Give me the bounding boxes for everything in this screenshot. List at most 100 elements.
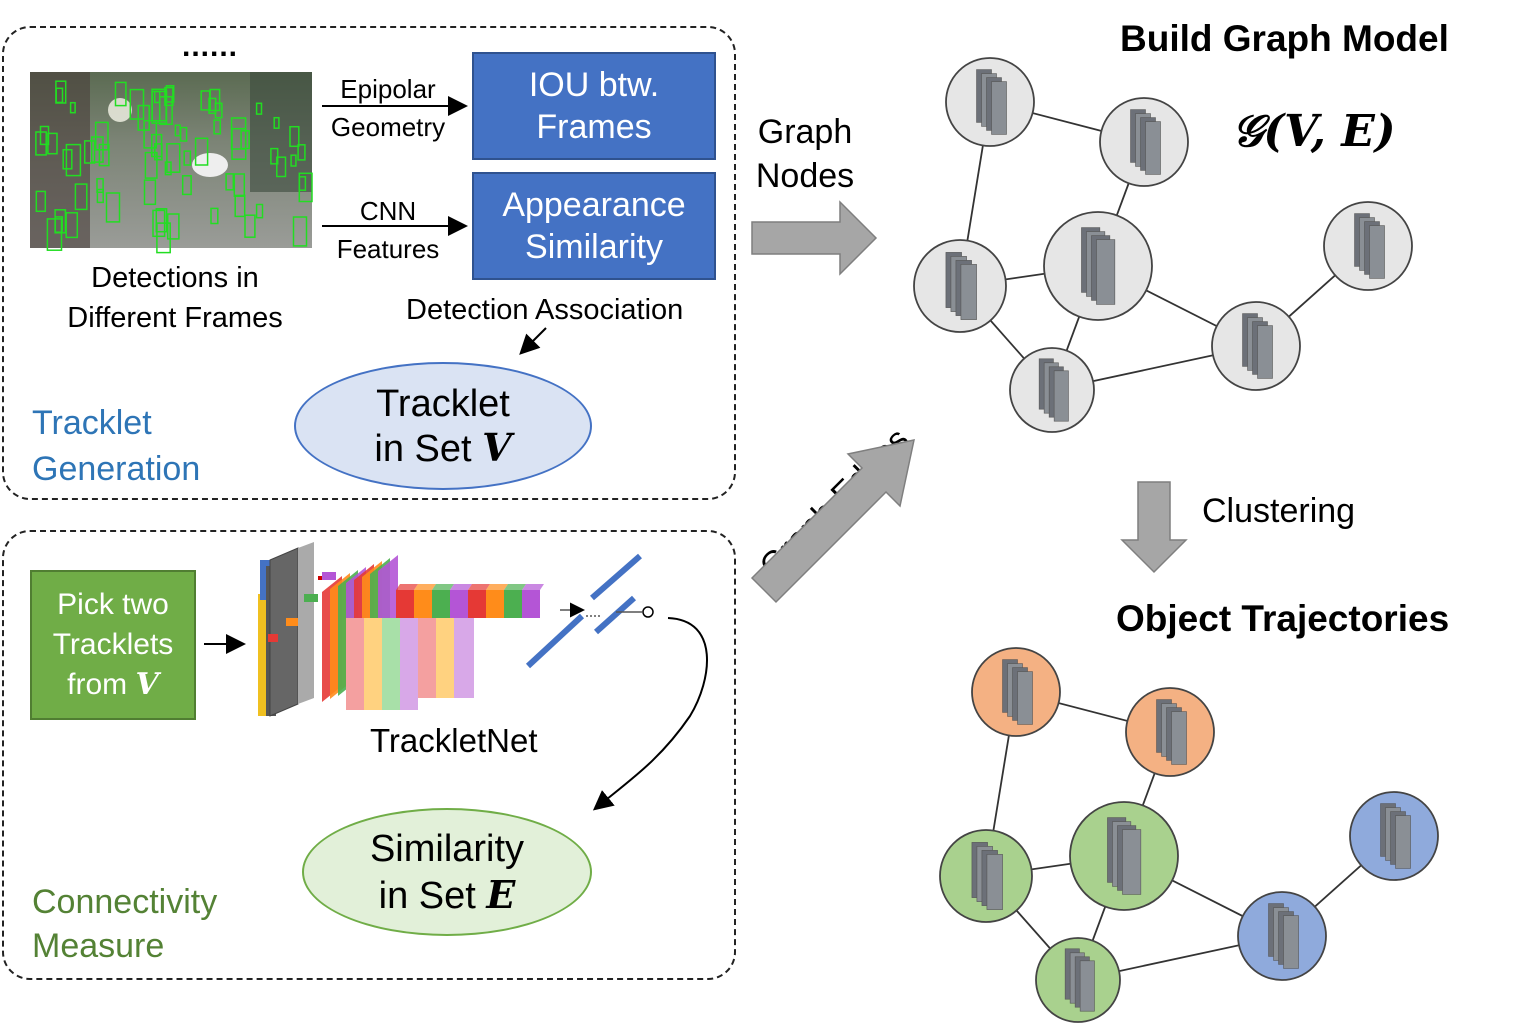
tracklet-thumbnail: [1007, 663, 1023, 717]
tracklet-set-ellipse: Tracklet in Set V: [294, 362, 592, 490]
tracklet-thumbnail: [971, 842, 988, 898]
graph-nodes-line1: Graph: [757, 113, 853, 151]
graph-node: [1349, 791, 1439, 881]
pick-box-line3: from V: [53, 665, 174, 705]
tracklet-thumbnail: [1166, 707, 1182, 761]
graph-node: [1009, 347, 1095, 433]
tracklet-thumbnail: [1130, 109, 1146, 163]
graph-edge: [1077, 855, 1125, 981]
tracklet-ellipse-line1: Tracklet: [376, 382, 510, 425]
trajectory-graph-network: [939, 647, 1439, 1023]
graph-node: [945, 57, 1035, 147]
tracklet-thumbnail: [1107, 817, 1127, 883]
graph-edge: [1281, 835, 1395, 937]
tracklet-thumbnail: [1242, 313, 1258, 367]
graph-edges-label: Graph Edges: [752, 420, 916, 585]
tracklet-thumbnail: [986, 77, 1002, 131]
appearance-box-line1: Appearance: [502, 186, 686, 224]
tracklet-ellipse-line2: in Set V: [374, 425, 511, 471]
graph-node: [1323, 201, 1413, 291]
tracklet-thumbnail: [1053, 370, 1069, 422]
tracklet-thumbnail: [1043, 362, 1059, 414]
tracklet-thumbnail: [1268, 903, 1284, 957]
graph-node: [913, 239, 1007, 333]
epipolar-geometry-label: Epipolar Geometry: [318, 70, 458, 146]
tracklet-thumbnail: [981, 73, 997, 127]
connectivity-measure-panel: [2, 530, 736, 980]
tracklet-thumbnail: [955, 260, 972, 316]
detections-caption-line1: Detections in: [91, 262, 259, 294]
tracklet-thumbnail: [1385, 807, 1401, 861]
detection-association-label: Detection Association: [406, 294, 684, 326]
tracklet-thumbnail: [1069, 952, 1085, 1004]
tracklet-thumbnail: [950, 256, 967, 312]
tracklet-thumbnail: [1380, 803, 1396, 857]
graph-node: [1043, 211, 1153, 321]
tracklet-thumbnail: [1064, 948, 1080, 1000]
tracklet-thumbnail: [1096, 239, 1116, 305]
graph-formula: 𝒢(V, E): [1232, 106, 1396, 157]
graph-edge: [1077, 935, 1283, 981]
graph-nodes-arrow: [751, 200, 878, 276]
graph-nodes-label: Graph Nodes: [740, 110, 870, 198]
graph-edge: [1255, 245, 1369, 347]
similarity-ellipse-text: in Set: [378, 874, 476, 917]
similarity-ellipse-line1: Similarity: [369, 827, 525, 870]
graph-node: [971, 647, 1061, 737]
graph-node: [1035, 937, 1121, 1023]
cnn-label: CNN: [359, 196, 417, 226]
tracklet-thumbnail: [1395, 815, 1411, 869]
graph-edge: [959, 285, 1053, 391]
graph-node: [1125, 687, 1215, 777]
frames-ellipsis: ......: [182, 30, 239, 63]
tracklet-generation-title: Tracklet Generation: [32, 400, 200, 492]
trackletnet-caption: TrackletNet: [370, 722, 538, 759]
tracklet-title-line1: Tracklet: [32, 404, 152, 442]
tracklet-thumbnail: [1079, 960, 1095, 1012]
build-graph-model-title: Build Graph Model: [1120, 18, 1449, 59]
detections-caption: Detections in Different Frames: [30, 258, 320, 338]
similarity-set-ellipse: Similarity in Set E: [302, 808, 592, 936]
tracklet-thumbnail: [1156, 699, 1172, 753]
appearance-box-line2: Similarity: [525, 228, 663, 266]
graph-node: [939, 829, 1033, 923]
graph-edge: [985, 875, 1079, 981]
tracklet-generation-panel: [2, 26, 736, 500]
tracklet-thumbnail: [1161, 703, 1177, 757]
tracklet-thumbnail: [1247, 317, 1263, 371]
tracklet-thumbnail: [981, 850, 998, 906]
graph-edge: [1051, 345, 1257, 391]
tracklet-thumbnail: [991, 81, 1007, 135]
detections-caption-line2: Different Frames: [67, 302, 283, 334]
graph-nodes-line2: Nodes: [755, 157, 855, 195]
graph-edge: [959, 265, 1099, 287]
graph-edge: [985, 691, 1017, 877]
tracklet-thumbnail: [1012, 667, 1028, 721]
graph-edge: [1123, 855, 1283, 937]
tracklet-thumbnail: [1364, 221, 1380, 275]
tracklet-thumbnail: [1017, 671, 1033, 725]
geometry-label: Geometry: [330, 112, 446, 142]
graph-edge: [1097, 265, 1257, 347]
iou-frames-box: IOU btw. Frames: [472, 52, 716, 160]
similarity-ellipse-line2: in Set E: [370, 872, 524, 919]
tracklet-thumbnail: [1117, 825, 1137, 891]
graph-edge: [985, 855, 1125, 877]
tracklet-thumbnail: [1273, 907, 1289, 961]
graph-node: [1211, 301, 1301, 391]
features-label: Features: [336, 234, 440, 264]
tracklet-thumbnail: [1252, 321, 1268, 375]
graph-edge: [1051, 265, 1099, 391]
clustering-arrow: [1120, 481, 1188, 574]
tracklet-thumbnail: [1257, 325, 1273, 379]
tracklet-thumbnail: [1145, 121, 1161, 175]
tracklet-thumbnail: [1122, 829, 1142, 895]
tracklet-thumbnail: [1359, 217, 1375, 271]
tracklet-thumbnail: [1048, 366, 1064, 418]
pick-two-tracklets-box: Pick two Tracklets from V: [30, 570, 196, 720]
tracklet-thumbnail: [1086, 231, 1106, 297]
object-trajectories-title: Object Trajectories: [1116, 598, 1450, 639]
tracklet-thumbnail: [1171, 711, 1187, 765]
tracklet-thumbnail: [976, 69, 992, 123]
graph-edge: [1015, 691, 1171, 733]
